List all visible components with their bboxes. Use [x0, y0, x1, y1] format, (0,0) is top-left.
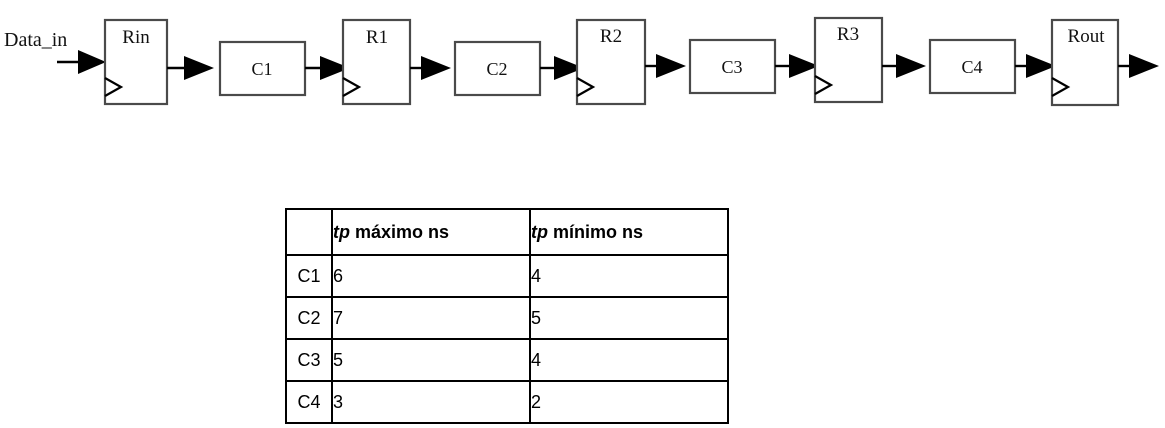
row-label-c3: C3: [285, 338, 333, 382]
arrowhead-c4-rout: [1026, 54, 1056, 78]
clock-input-icon-r3: [814, 75, 834, 95]
cell-c3-max: 5: [331, 338, 531, 382]
register-r3-label: R3: [837, 24, 859, 45]
arrowhead-c2-r2: [554, 56, 584, 80]
clock-input-icon-r1: [342, 77, 362, 97]
column-header-tp-max-rest: máximo ns: [350, 221, 450, 242]
arrowhead-c1-r1: [320, 56, 350, 80]
table-row: C2 7 5: [285, 296, 729, 340]
comb-c3-label: C3: [721, 57, 742, 77]
column-header-tp-max: tp máximo ns: [331, 208, 531, 256]
cell-c3-min: 4: [529, 338, 729, 382]
arrowhead-r3-c4: [896, 54, 926, 78]
arrowhead-output: [1129, 54, 1159, 78]
arrowhead-datain-rin: [78, 50, 106, 74]
data-in-label: Data_in: [4, 29, 67, 51]
comb-c3-box: [688, 38, 777, 95]
tp-symbol-min: tp: [531, 221, 548, 242]
arrowhead-c3-r3: [789, 54, 819, 78]
cell-c2-max: 7: [331, 296, 531, 340]
register-r1-label: R1: [366, 27, 388, 48]
arrowhead-r2-c3: [656, 54, 686, 78]
table-row: C4 3 2: [285, 380, 729, 424]
arrowhead-rin-c1: [184, 56, 214, 80]
clock-input-icon-rin: [104, 77, 124, 97]
table-corner-cell: [285, 208, 333, 256]
cell-c1-max: 6: [331, 254, 531, 298]
comb-c4-box: [928, 38, 1017, 95]
row-label-c1: C1: [285, 254, 333, 298]
comb-c2-box: [453, 40, 542, 97]
arrowhead-r1-c2: [421, 56, 451, 80]
comb-c1-label: C1: [251, 59, 272, 79]
comb-c1-box: [218, 40, 307, 97]
cell-c4-min: 2: [529, 380, 729, 424]
row-label-c2: C2: [285, 296, 333, 340]
clock-input-icon-rout: [1051, 77, 1071, 97]
register-rin-label: Rin: [122, 27, 150, 48]
tp-symbol-max: tp: [333, 221, 350, 242]
pipeline-diagram-svg: Data_in Rin C1 R1 C2 R2: [4, 16, 1159, 107]
clock-input-icon-r2: [576, 77, 596, 97]
column-header-tp-min-rest: mínimo ns: [548, 221, 644, 242]
comb-c2-label: C2: [486, 59, 507, 79]
propagation-delay-table: tp máximo ns tp mínimo ns C1 6 4 C2 7 5 …: [285, 208, 729, 424]
pipeline-diagram: Data_in Rin C1 R1 C2 R2: [0, 0, 1165, 130]
cell-c1-min: 4: [529, 254, 729, 298]
table-header-row: tp máximo ns tp mínimo ns: [285, 208, 729, 256]
table-row: C3 5 4: [285, 338, 729, 382]
delay-table-container: tp máximo ns tp mínimo ns C1 6 4 C2 7 5 …: [285, 208, 729, 424]
cell-c4-max: 3: [331, 380, 531, 424]
row-label-c4: C4: [285, 380, 333, 424]
register-rout-label: Rout: [1068, 26, 1106, 47]
cell-c2-min: 5: [529, 296, 729, 340]
comb-c4-label: C4: [961, 57, 982, 77]
register-r2-label: R2: [600, 26, 622, 47]
table-row: C1 6 4: [285, 254, 729, 298]
column-header-tp-min: tp mínimo ns: [529, 208, 729, 256]
